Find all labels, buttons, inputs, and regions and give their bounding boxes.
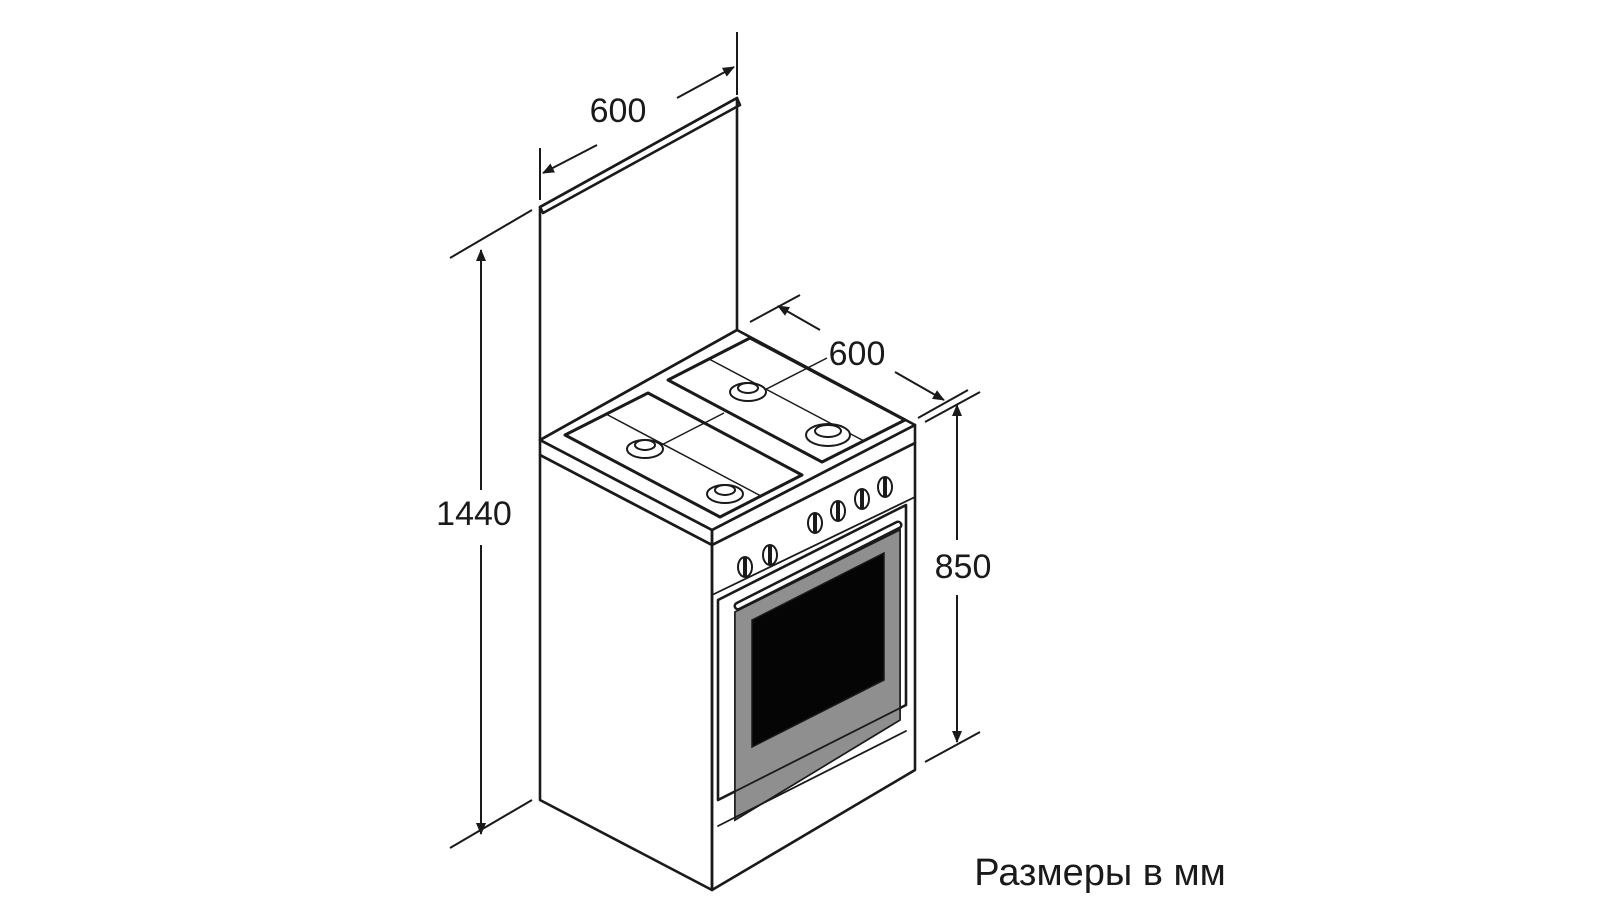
burner-rear-left bbox=[729, 382, 767, 402]
dimension-body-height: 850 bbox=[924, 391, 992, 763]
dimension-total-height: 1440 bbox=[436, 209, 533, 849]
burner-front-left bbox=[626, 439, 664, 459]
burner-rear-right bbox=[805, 423, 851, 447]
hob-grates bbox=[563, 336, 907, 519]
knob-6 bbox=[877, 476, 893, 498]
oven-window bbox=[751, 551, 885, 749]
backsplash-lid bbox=[538, 96, 742, 442]
total-height-value: 1440 bbox=[436, 495, 512, 533]
knob-4 bbox=[830, 500, 846, 522]
dimension-lid-width: 600 bbox=[539, 32, 738, 200]
lid-width-value: 600 bbox=[590, 92, 647, 130]
units-caption: Размеры в мм bbox=[974, 852, 1225, 894]
knob-1 bbox=[737, 556, 753, 578]
depth-value: 600 bbox=[829, 335, 886, 373]
oven-door bbox=[716, 503, 908, 827]
burner-front-right bbox=[706, 484, 744, 504]
body-height-value: 850 bbox=[935, 548, 992, 586]
burners bbox=[626, 382, 851, 504]
knob-2 bbox=[762, 544, 778, 566]
dimension-depth: 600 bbox=[749, 294, 969, 419]
knob-3 bbox=[807, 512, 823, 534]
stove-body bbox=[538, 328, 917, 892]
control-knobs bbox=[737, 476, 893, 578]
knob-5 bbox=[854, 488, 870, 510]
oven-handle bbox=[733, 520, 903, 611]
